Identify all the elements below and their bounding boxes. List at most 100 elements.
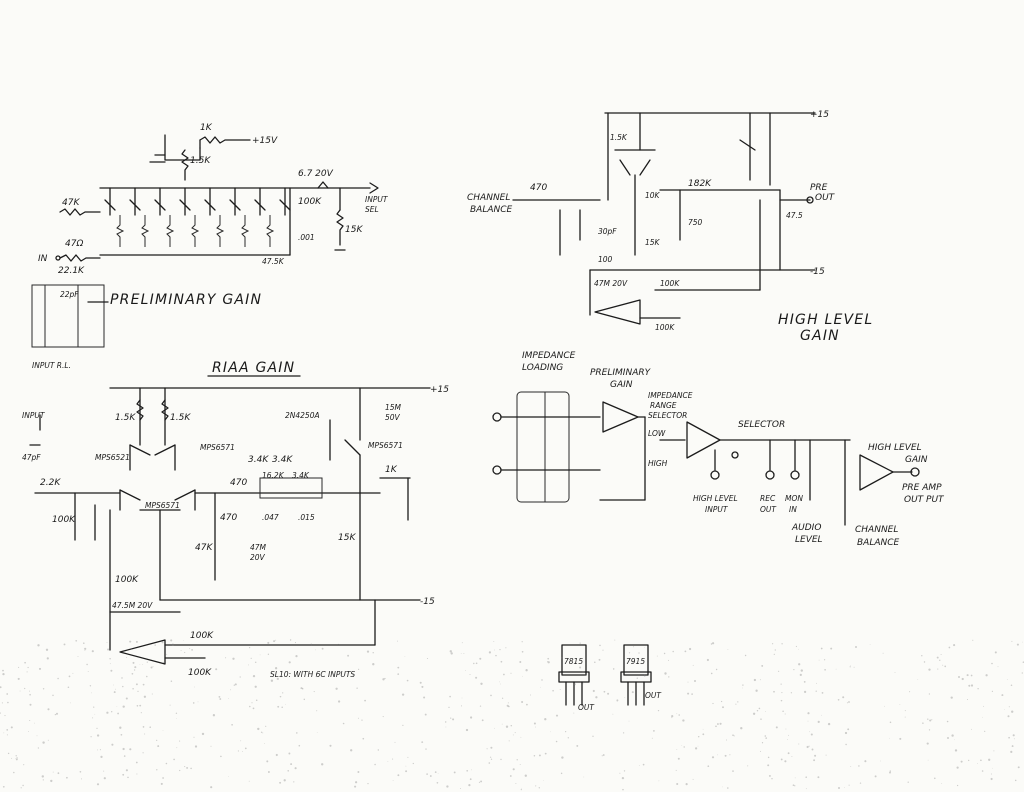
noise-speck [941,783,943,784]
riaa-gain-circuit: RIAA GAIN +15 1.5K 1.5K MPS6521 MPS6571 … [22,360,449,679]
block-channel-balance-2: BALANCE [857,538,900,548]
noise-speck [956,766,959,769]
noise-speck [92,717,94,719]
noise-speck [948,646,951,649]
reg-right-label: 7915 [626,657,645,666]
block-audio-level-2: LEVEL [795,535,823,545]
noise-speck [768,774,771,777]
noise-speck [771,778,773,780]
noise-speck [687,681,689,683]
noise-speck [355,781,358,784]
noise-speck [1008,706,1010,708]
noise-speck [288,661,291,664]
noise-speck [520,736,522,738]
noise-speck [11,757,13,759]
noise-speck [824,668,826,671]
noise-speck [940,654,942,655]
noise-speck [52,771,54,773]
noise-speck [612,668,615,670]
noise-speck [971,728,973,730]
noise-speck [87,671,89,673]
noise-speck [3,732,5,734]
selector-amp [686,421,721,459]
noise-speck [752,712,756,715]
noise-speck [465,670,466,671]
noise-speck [134,666,137,669]
noise-speck [582,683,584,685]
noise-speck [493,640,495,642]
noise-speck [628,652,631,654]
prelim-r7-label: 15K [345,225,363,235]
noise-speck [192,702,195,704]
block-preamp-out-1: PRE AMP [902,483,942,493]
block-impedance-2: LOADING [522,363,563,373]
noise-speck [453,771,456,774]
noise-speck [162,730,164,732]
noise-speck [401,693,405,696]
noise-speck [274,667,278,670]
noise-speck [135,761,138,764]
noise-speck [397,774,400,777]
noise-speck [220,755,222,758]
noise-speck [86,663,88,666]
noise-speck [127,776,129,779]
noise-speck [394,741,396,743]
noise-speck [374,763,376,766]
noise-speck [465,728,469,732]
noise-speck [535,785,537,787]
noise-speck [720,700,723,703]
noise-speck [550,731,551,733]
noise-speck [382,678,385,681]
noise-speck [716,723,719,725]
noise-speck [809,731,811,733]
noise-speck [47,708,50,711]
noise-speck [612,713,614,715]
noise-speck [338,643,339,645]
block-selector: SELECTOR [738,420,785,430]
noise-speck [601,755,603,757]
reg-left-out: OUT [578,703,595,712]
noise-speck [281,706,283,709]
noise-speck [715,668,718,671]
noise-speck [753,678,757,682]
noise-speck [928,729,931,731]
noise-speck [547,657,550,660]
noise-speck [882,652,884,654]
noise-speck [315,675,318,678]
riaa-r3-label: 2.2K [40,478,61,488]
noise-speck [719,722,722,725]
riaa-q4-label: MPS6571 [200,443,235,452]
noise-speck [541,679,543,681]
noise-speck [512,734,514,736]
noise-speck [290,763,293,766]
noise-speck [880,760,881,762]
noise-speck [685,783,688,786]
noise-speck [106,641,108,643]
noise-speck [111,711,113,713]
noise-speck [241,751,243,752]
noise-speck [122,747,125,751]
noise-speck [759,679,761,681]
noise-speck [254,685,257,688]
noise-speck [921,655,923,657]
noise-speck [100,755,103,759]
noise-speck [419,681,422,684]
noise-speck [302,670,304,672]
noise-speck [129,640,132,643]
noise-speck [516,759,518,761]
noise-speck [850,664,851,666]
noise-speck [152,666,154,668]
noise-speck [0,712,1,714]
noise-speck [560,772,563,775]
noise-speck [816,682,818,684]
noise-speck [798,663,801,666]
noise-speck [740,727,743,730]
noise-speck [123,755,126,757]
noise-speck [463,652,465,654]
prelim-in-label: IN [38,254,48,264]
noise-speck [29,719,31,722]
noise-speck [184,766,186,768]
noise-speck [266,760,269,763]
hl-channel-balance-1: CHANNEL [467,193,510,203]
riaa-r6-label: 47K [195,543,213,553]
